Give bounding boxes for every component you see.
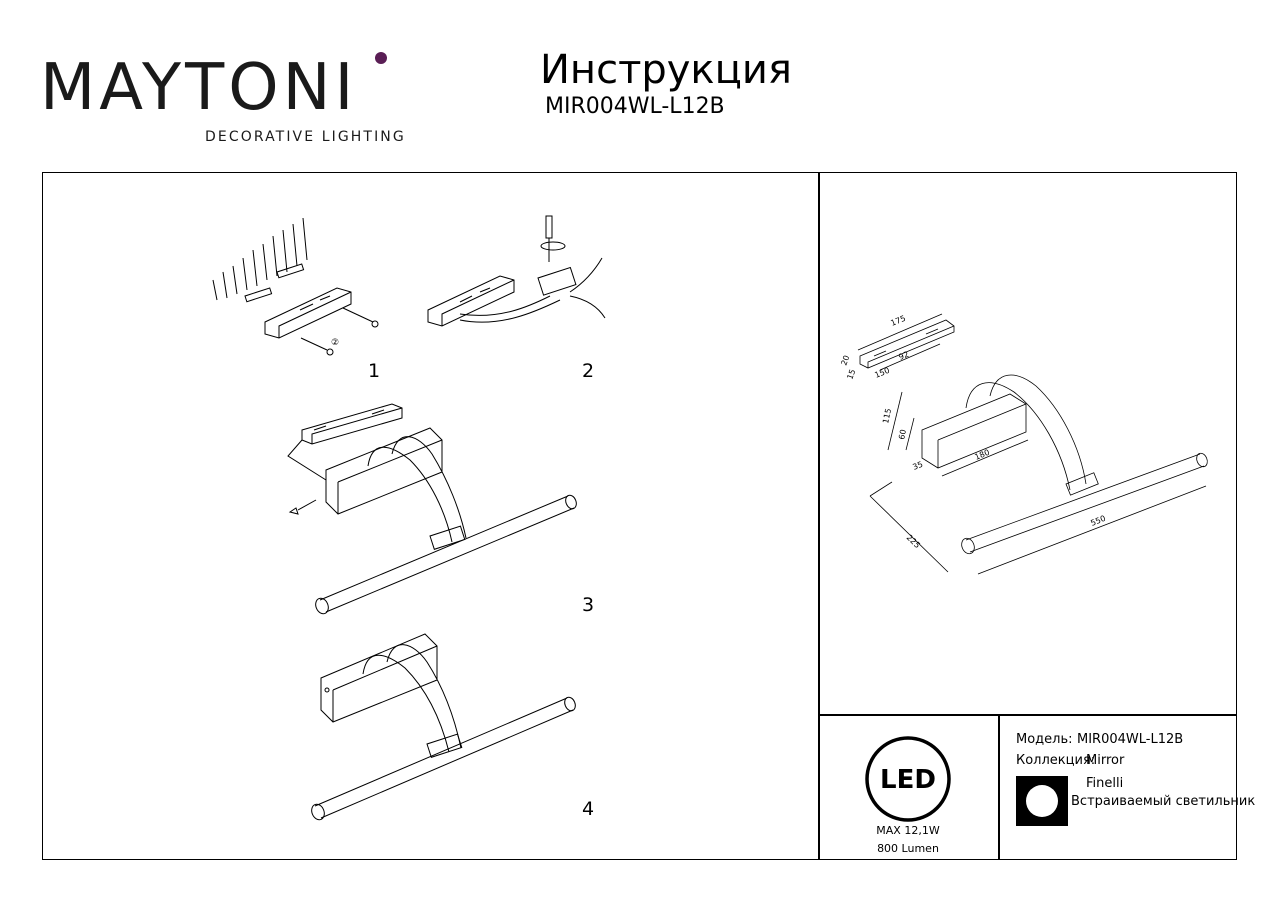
brand-tagline: DECORATIVE LIGHTING xyxy=(205,129,406,145)
dim-bar-length: 550 xyxy=(1089,514,1107,528)
screws xyxy=(300,307,379,356)
step-number-4: 4 xyxy=(582,798,595,820)
step4-illustration xyxy=(311,633,576,821)
dim-height: 115 xyxy=(881,408,893,425)
step-number-2: 2 xyxy=(582,360,595,382)
hinge xyxy=(429,525,466,550)
wall-plugs xyxy=(244,263,305,303)
led-power: MAX 12,1W xyxy=(876,824,940,837)
screwdriver-icon xyxy=(540,215,566,262)
document-title: Инструкция xyxy=(540,47,792,93)
dim-bracket-height: 20 xyxy=(839,354,851,367)
bracket xyxy=(427,275,515,327)
wall-hatching xyxy=(212,217,308,301)
spec-model-value: MIR004WL-L12B xyxy=(1077,732,1184,747)
dim-projection: 225 xyxy=(905,533,922,550)
box-drawing xyxy=(921,393,1027,469)
driver-box xyxy=(320,633,438,723)
bracket-drawing xyxy=(859,319,955,369)
spec-collection-value: Mirror xyxy=(1086,753,1125,768)
terminal-block xyxy=(537,266,577,296)
step-number-3: 3 xyxy=(582,594,595,616)
led-icon: LED xyxy=(865,736,951,822)
spec-model-label: Модель: xyxy=(1016,732,1073,747)
screw-icon xyxy=(288,499,317,515)
frame-divider-horizontal xyxy=(818,714,1237,716)
step1-illustration: ② xyxy=(212,217,379,356)
step3-illustration xyxy=(287,403,577,615)
spec-brand-name: Finelli xyxy=(1086,776,1124,791)
dim-box-length: 180 xyxy=(973,448,991,462)
arm xyxy=(367,436,467,543)
brand-logo-dot xyxy=(375,52,387,64)
bracket xyxy=(301,403,403,445)
dim-bracket-slot: 92 xyxy=(897,350,910,362)
led-lumen: 800 Lumen xyxy=(877,842,939,855)
dim-bracket-depth: 15 xyxy=(845,368,857,381)
hinge xyxy=(426,733,463,758)
light-bar xyxy=(319,495,575,613)
led-icon-text: LED xyxy=(880,765,936,795)
bracket xyxy=(264,287,352,339)
frame-divider-vertical xyxy=(818,172,820,860)
dim-box-depth: 35 xyxy=(911,460,924,472)
step2-illustration xyxy=(427,215,606,327)
step1-mark: ② xyxy=(331,338,339,348)
light-bar xyxy=(314,697,574,819)
wires xyxy=(459,257,606,323)
arm-drawing xyxy=(965,382,1071,491)
spec-collection-label: Коллекция: xyxy=(1016,753,1096,768)
arm xyxy=(362,644,462,753)
dimension-drawing: 175 92 150 20 15 115 60 35 180 550 225 xyxy=(839,313,1208,575)
dim-bracket-length: 175 xyxy=(889,314,907,328)
instruction-frame xyxy=(42,172,1237,860)
brand-logo: MAYTONI xyxy=(40,51,358,125)
dim-bracket-offset: 150 xyxy=(873,366,891,380)
bar-drawing xyxy=(965,453,1205,553)
driver-box xyxy=(325,427,443,515)
dim-box-height: 60 xyxy=(897,429,908,441)
info-divider-vertical xyxy=(998,714,1000,860)
spec-type: Встраиваемый светильник xyxy=(1071,794,1256,809)
document-model: MIR004WL-L12B xyxy=(545,94,725,119)
finelli-logo xyxy=(1016,776,1068,826)
step-number-1: 1 xyxy=(368,360,381,382)
